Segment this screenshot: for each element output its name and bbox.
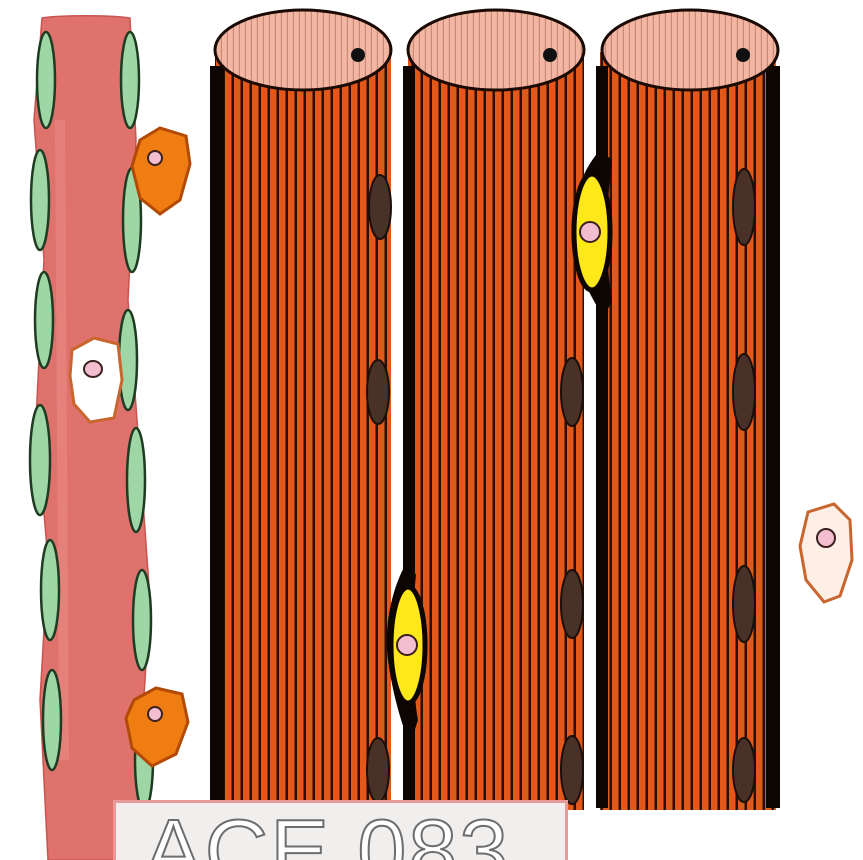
muscle-fiber <box>210 10 391 810</box>
endothelial-cell <box>43 670 61 770</box>
myonucleus <box>561 358 583 426</box>
muscle-fiber <box>596 10 780 810</box>
myonucleus <box>733 169 755 245</box>
endothelial-cell <box>127 428 145 532</box>
endothelial-cell <box>133 570 151 670</box>
endothelial-cell <box>37 32 55 128</box>
endothelial-cell <box>31 150 49 250</box>
myonucleus <box>561 570 583 638</box>
myonucleus <box>561 736 583 804</box>
muscle-fiber <box>403 10 584 810</box>
myonucleus <box>733 354 755 430</box>
endothelial-cell <box>41 540 59 640</box>
macrophage <box>800 504 852 602</box>
myonucleus <box>367 738 389 802</box>
watermark-box: ACE 083 <box>113 800 568 860</box>
myonucleus <box>369 175 391 239</box>
myonucleus <box>733 738 755 802</box>
myonucleus <box>367 360 389 424</box>
macrophage <box>70 338 122 422</box>
endothelial-cell <box>30 405 50 515</box>
endothelial-cell <box>35 272 53 368</box>
myonucleus <box>733 566 755 642</box>
watermark-text: ACE 083 <box>144 807 510 860</box>
endothelial-cell <box>121 32 139 128</box>
endothelial-cell <box>119 310 137 410</box>
